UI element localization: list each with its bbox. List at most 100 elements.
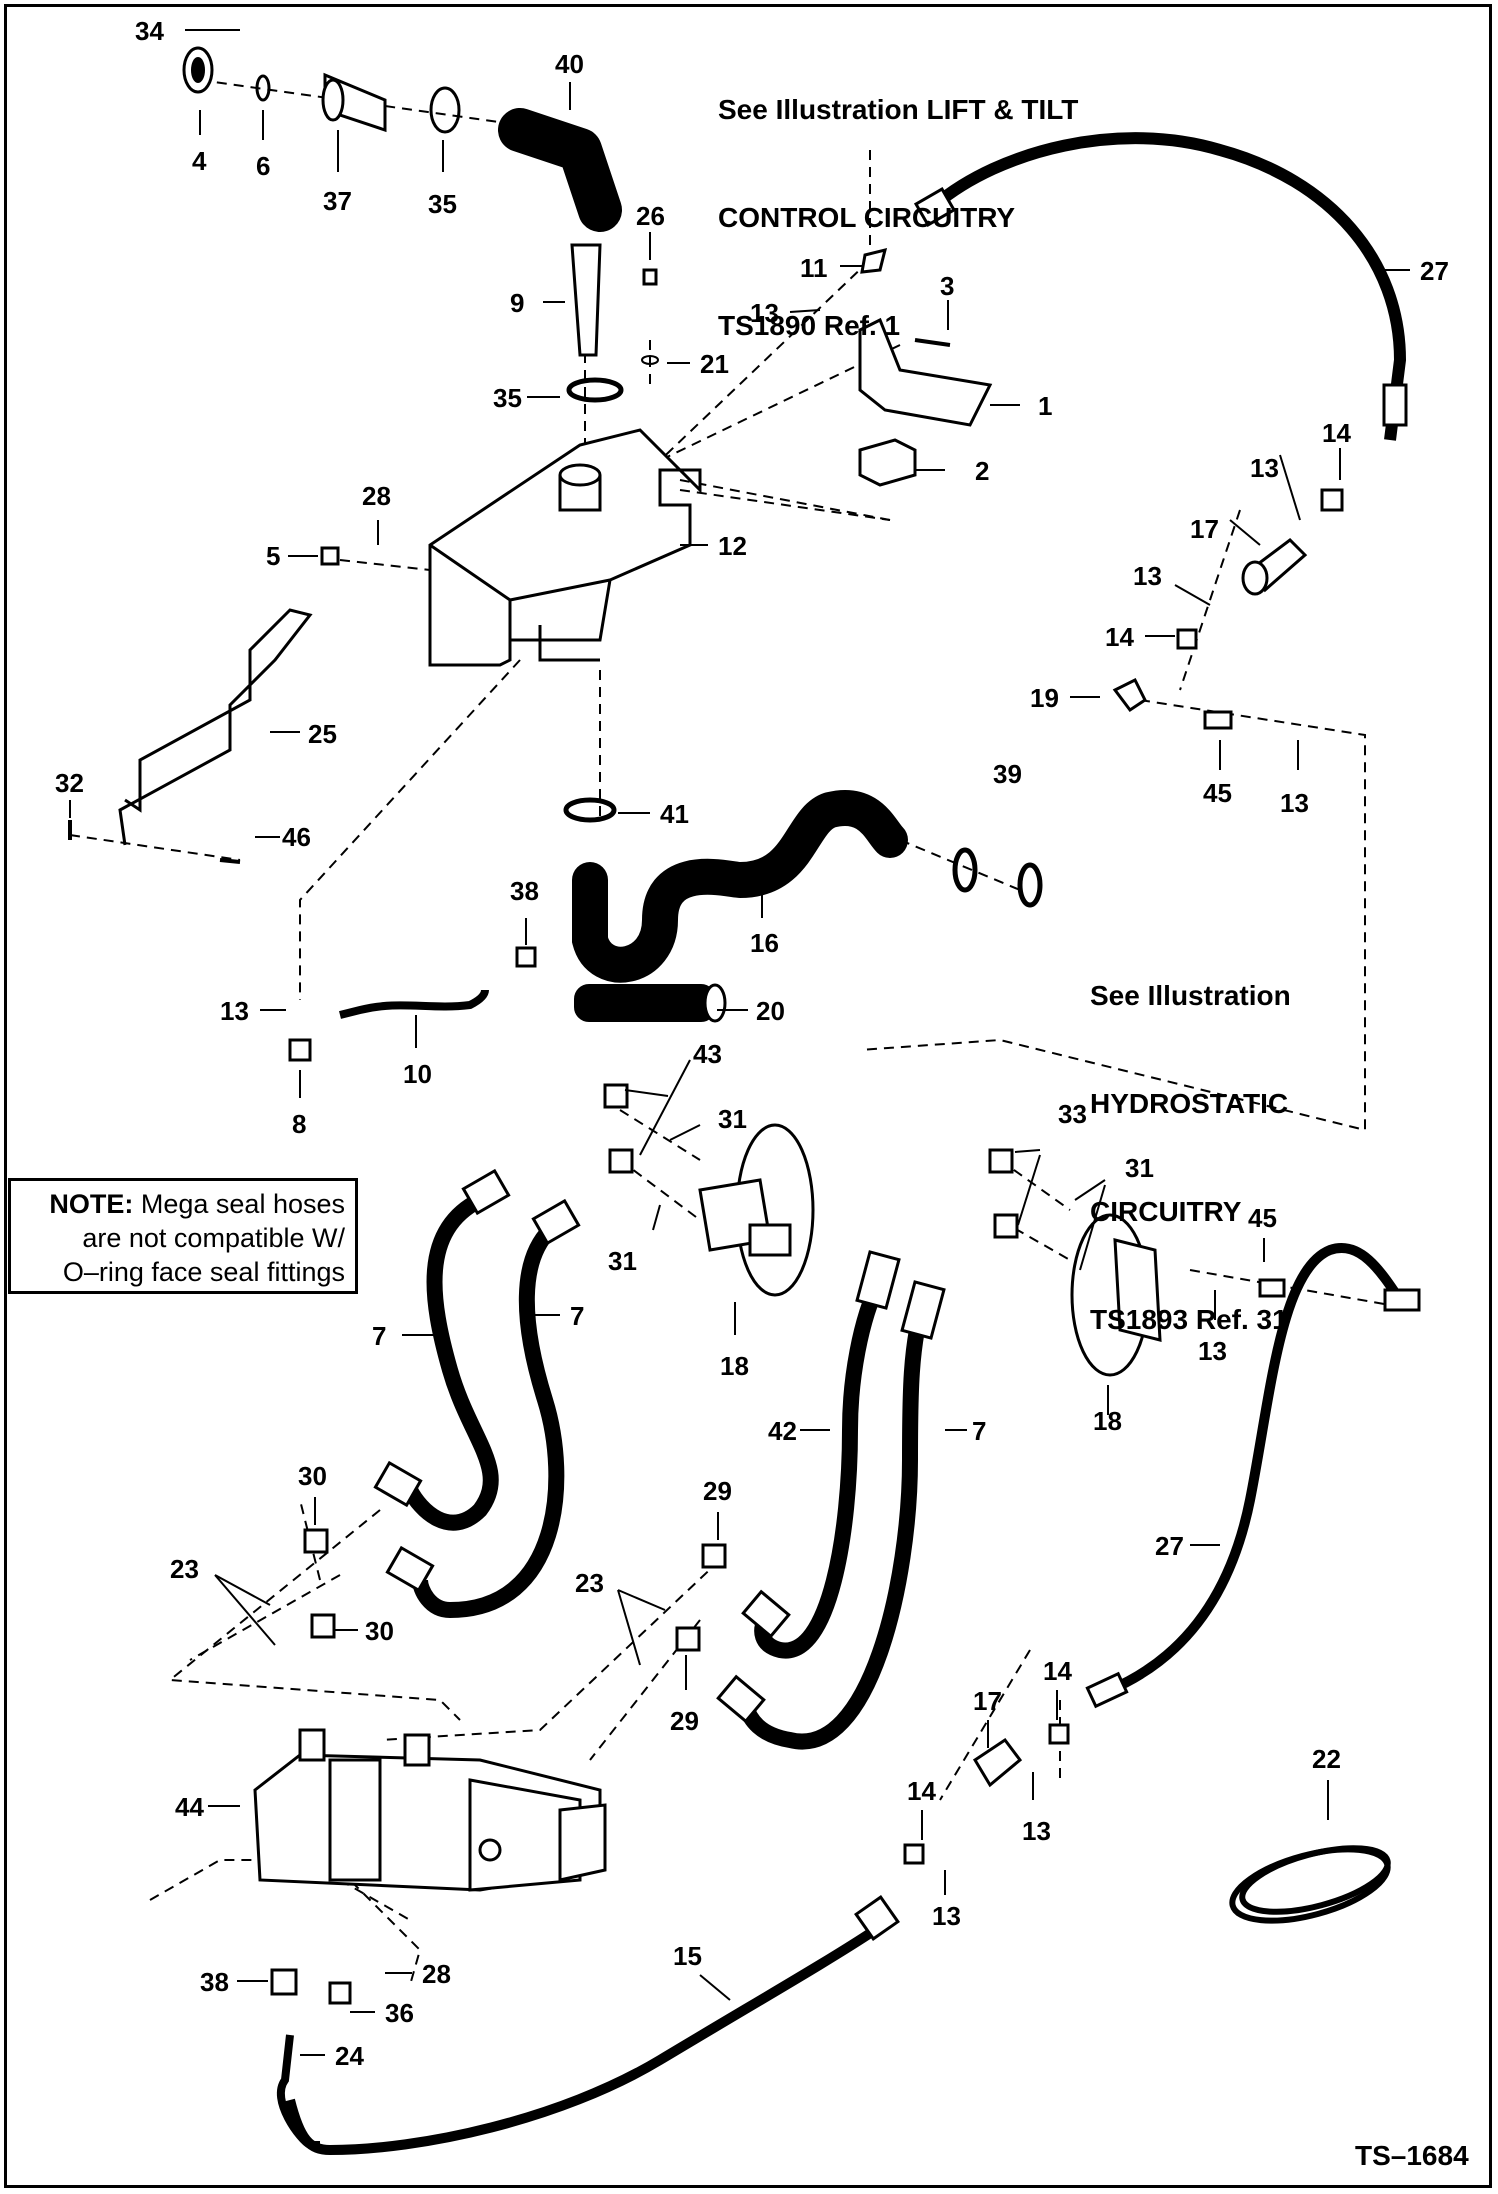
part-42-hose (754, 1276, 888, 1659)
callout-45-lower: 45 (1248, 1203, 1277, 1233)
callout-10: 10 (403, 1059, 432, 1089)
callout-13-d: 13 (1280, 788, 1309, 818)
callout-21: 21 (700, 349, 729, 379)
callout-3: 3 (940, 271, 954, 301)
reference-lift-tilt-line-3: TS1890 Ref. 1 (718, 310, 901, 341)
callout-14-c: 14 (1043, 1656, 1072, 1686)
part-36-nut (328, 1981, 352, 2005)
callout-32: 32 (55, 768, 84, 798)
callout-11: 11 (800, 253, 828, 283)
part-10-hose (339, 989, 489, 1019)
part-38-nut-lower (270, 1968, 298, 1996)
diagram-frame (4, 4, 1492, 2188)
callout-15: 15 (673, 1941, 702, 1971)
reference-hydrostatic-line-4: TS1893 Ref. 31 (1090, 1304, 1288, 1335)
callout-27-upper: 27 (1420, 256, 1449, 286)
callout-23-a: 23 (170, 1554, 199, 1584)
reference-hydrostatic: See Illustration HYDROSTATIC CIRCUITRY T… (1090, 906, 1291, 1374)
callout-43: 43 (693, 1039, 722, 1069)
callout-2: 2 (975, 456, 989, 486)
callout-14-d: 14 (907, 1776, 936, 1806)
part-41-clamp (563, 797, 617, 823)
part-29-fitting-b (675, 1626, 701, 1652)
note-line-3: O–ring face seal fittings (62, 1257, 345, 1287)
part-44-pump (253, 1728, 607, 1892)
callout-12: 12 (718, 531, 747, 561)
part-7-hose-c (737, 1297, 933, 1750)
drawing-number: TS–1684 (1355, 2140, 1469, 2171)
callout-37: 37 (323, 186, 352, 216)
callout-28-upper: 28 (362, 481, 391, 511)
callout-45-upper: 45 (1203, 778, 1232, 808)
callout-labels: 34 4 6 37 35 40 26 9 21 35 11 13 3 1 2 2… (55, 16, 1449, 2071)
callout-38-upper: 38 (510, 876, 539, 906)
part-33-fitting-a (988, 1148, 1014, 1174)
part-45-fitting-lower (1258, 1278, 1286, 1298)
part-16-hose (572, 790, 908, 983)
reference-hydrostatic-line-2: HYDROSTATIC (1090, 1088, 1289, 1119)
part-1-bracket (858, 317, 993, 427)
callout-13-c: 13 (1133, 561, 1162, 591)
callout-42: 42 (768, 1416, 797, 1446)
part-9-tube (570, 243, 602, 357)
callout-13-b: 13 (1250, 453, 1279, 483)
part-43-fitting-b (608, 1148, 634, 1174)
callout-19: 19 (1030, 683, 1059, 713)
callout-18-right: 18 (1093, 1406, 1122, 1436)
part-15-hose (285, 1925, 878, 2156)
part-25-bracket (118, 608, 313, 846)
callout-34: 34 (135, 16, 164, 46)
callout-29-b: 29 (670, 1706, 699, 1736)
part-46-bolt (219, 858, 241, 864)
callout-13-e: 13 (220, 996, 249, 1026)
callout-30-a: 30 (298, 1461, 327, 1491)
reference-hydrostatic-line-3: CIRCUITRY (1090, 1196, 1242, 1227)
part-38-nut-upper (515, 946, 537, 968)
part-11-fitting (860, 247, 888, 274)
callout-29-a: 29 (703, 1476, 732, 1506)
part-29-fitting-a (701, 1543, 727, 1569)
part-40-elbow-hose (498, 108, 622, 232)
callout-46: 46 (282, 822, 311, 852)
reference-hydrostatic-line-1: See Illustration (1090, 980, 1291, 1011)
callout-20: 20 (756, 996, 785, 1026)
callout-30-b: 30 (365, 1616, 394, 1646)
part-39-clamp-b (1017, 862, 1043, 908)
callout-35: 35 (428, 189, 457, 219)
part-30-fitting-a (303, 1528, 329, 1554)
note-box: NOTE: Mega seal hoses are not compatible… (8, 1178, 358, 1294)
reference-lift-tilt-line-2: CONTROL CIRCUITRY (718, 202, 1016, 233)
part-35-clamp (429, 86, 461, 134)
part-12-reservoir (428, 428, 702, 667)
note-line-1: Mega seal hoses (140, 1189, 345, 1219)
part-39-clamp-a (952, 847, 978, 893)
callout-18-left: 18 (720, 1351, 749, 1381)
callout-31-b: 31 (608, 1246, 637, 1276)
part-19-elbow (1112, 677, 1147, 713)
callout-4: 4 (192, 146, 207, 176)
part-45-fitting-upper (1203, 710, 1233, 730)
part-33-fitting-b (993, 1213, 1019, 1239)
callout-40: 40 (555, 49, 584, 79)
callout-28-lower: 28 (422, 1959, 451, 1989)
callout-6: 6 (256, 151, 270, 181)
callout-9: 9 (510, 288, 524, 318)
part-4-plug (182, 46, 214, 94)
callout-17-lower: 17 (973, 1686, 1002, 1716)
part-8-fitting (288, 1038, 312, 1062)
part-7-hose-a (402, 1192, 499, 1531)
callout-13-f: 13 (1198, 1336, 1227, 1366)
note-line-2: are not compatible W/ (82, 1223, 345, 1253)
callout-24: 24 (335, 2041, 364, 2071)
part-5-nut (320, 546, 340, 566)
callout-14-b: 14 (1105, 622, 1134, 652)
part-18-motor-right (1070, 1213, 1162, 1377)
part-17-filter-lower (972, 1737, 1023, 1788)
callout-13-a: 13 (750, 298, 779, 328)
callout-7-a: 7 (372, 1321, 386, 1351)
part-7-hose-b (412, 1224, 565, 1619)
callout-41: 41 (660, 799, 689, 829)
callout-39: 39 (993, 759, 1022, 789)
callout-7-c: 7 (972, 1416, 986, 1446)
